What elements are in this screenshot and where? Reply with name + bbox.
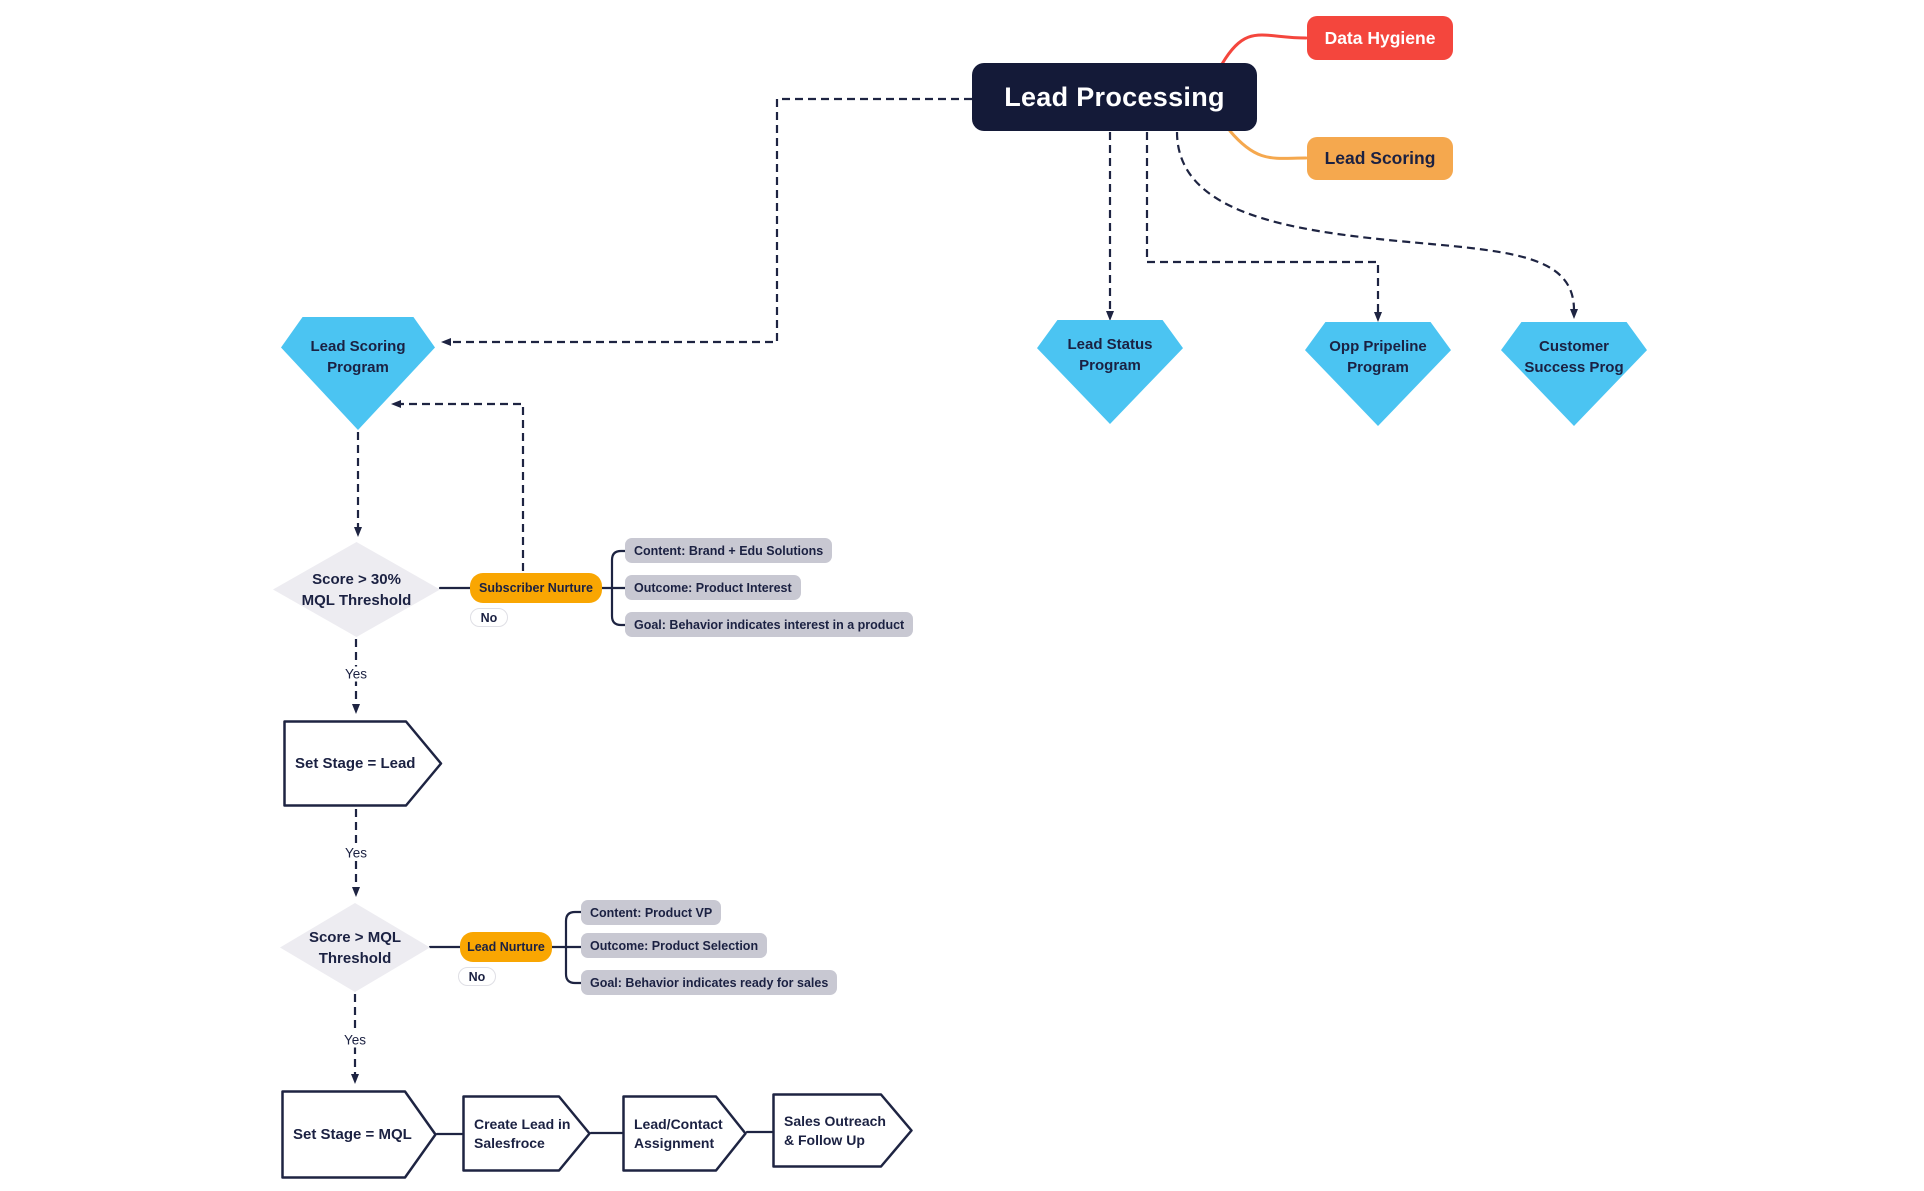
data-hygiene-node[interactable]: Data Hygiene [1307,16,1453,60]
opp-pripeline-program-gem[interactable]: Opp Pripeline Program [1305,322,1451,426]
edge-root-to-lead-scoring-program [441,97,972,346]
gem-label-line: Opp Pripeline [1329,338,1427,355]
score-30-mql-threshold-decision[interactable]: Score > 30% MQL Threshold [273,542,440,637]
chip-content-1[interactable]: Content: Brand + Edu Solutions [625,538,833,563]
lead-contact-assignment-step[interactable]: Lead/Contact Assignment [622,1095,747,1172]
pentagon-shape [283,720,443,807]
pentagon-shape [462,1095,591,1172]
lead-status-program-gem[interactable]: Lead Status Program [1037,320,1183,424]
set-stage-lead-step[interactable]: Set Stage = Lead [283,720,443,807]
pentagon-shape [281,1090,437,1179]
no-edge-label-pill[interactable]: No [458,967,496,986]
subscriber-nurture-action[interactable]: Subscriber Nurture [470,573,602,603]
step-label: Set Stage = MQL [293,1126,412,1143]
lead-nurture-action[interactable]: Lead Nurture [460,932,552,962]
yes-edge-label: Yes [341,845,371,861]
bracket-decision1-chips [600,549,628,627]
bracket-decision2-chips [550,910,583,985]
step-label-line: Create Lead in [474,1115,571,1132]
gem-label-line: Lead Scoring [310,337,406,355]
chip-goal-1[interactable]: Goal: Behavior indicates interest in a p… [625,612,914,637]
chip-outcome-2[interactable]: Outcome: Product Selection [581,933,768,958]
edge-root-to-lead-scoring-badge [1228,129,1308,160]
step-label-line: Salesfroce [474,1134,545,1151]
gem-label-line: Customer [1538,338,1609,355]
decision-label-line: Score > 30% [312,570,401,588]
score-mql-threshold-decision[interactable]: Score > MQL Threshold [280,903,430,992]
no-edge-label-pill[interactable]: No [470,608,508,627]
yes-edge-label: Yes [341,666,371,682]
gem-label-line: Program [327,358,389,376]
decision-label-line: Score > MQL [308,928,402,946]
lead-scoring-program-gem[interactable]: Lead Scoring Program [281,317,435,430]
gem-label-line: Program [1347,359,1409,376]
gem-label-line: Lead Status [1067,336,1153,353]
chip-content-2[interactable]: Content: Product VP [581,900,722,925]
edge-root-to-data-hygiene [1220,33,1308,66]
decision-label-line: MQL Threshold [301,591,412,609]
set-stage-mql-step[interactable]: Set Stage = MQL [281,1090,437,1179]
step-label-line: & Follow Up [784,1131,865,1148]
edge-subscriber-nurture-loop [391,400,525,571]
step-label-line: Assignment [634,1134,715,1151]
step-label: Set Stage = Lead [295,755,416,772]
gem-label-line: Success Prog [1524,359,1624,376]
sales-outreach-follow-up-step[interactable]: Sales Outreach & Follow Up [772,1093,913,1168]
create-lead-in-salesforce-step[interactable]: Create Lead in Salesfroce [462,1095,591,1172]
pentagon-shape [622,1095,747,1172]
chip-outcome-1[interactable]: Outcome: Product Interest [625,575,801,600]
step-label-line: Lead/Contact [634,1115,723,1132]
lead-scoring-badge-node[interactable]: Lead Scoring [1307,137,1453,180]
gem-label-line: Program [1079,357,1141,374]
lead-processing-node[interactable]: Lead Processing [972,63,1257,131]
yes-edge-label: Yes [340,1032,370,1048]
chip-goal-2[interactable]: Goal: Behavior indicates ready for sales [581,970,838,995]
step-label-line: Sales Outreach [784,1112,886,1129]
pentagon-shape [772,1093,913,1168]
decision-label-line: Threshold [318,949,392,967]
customer-success-prog-gem[interactable]: Customer Success Prog [1501,322,1647,426]
